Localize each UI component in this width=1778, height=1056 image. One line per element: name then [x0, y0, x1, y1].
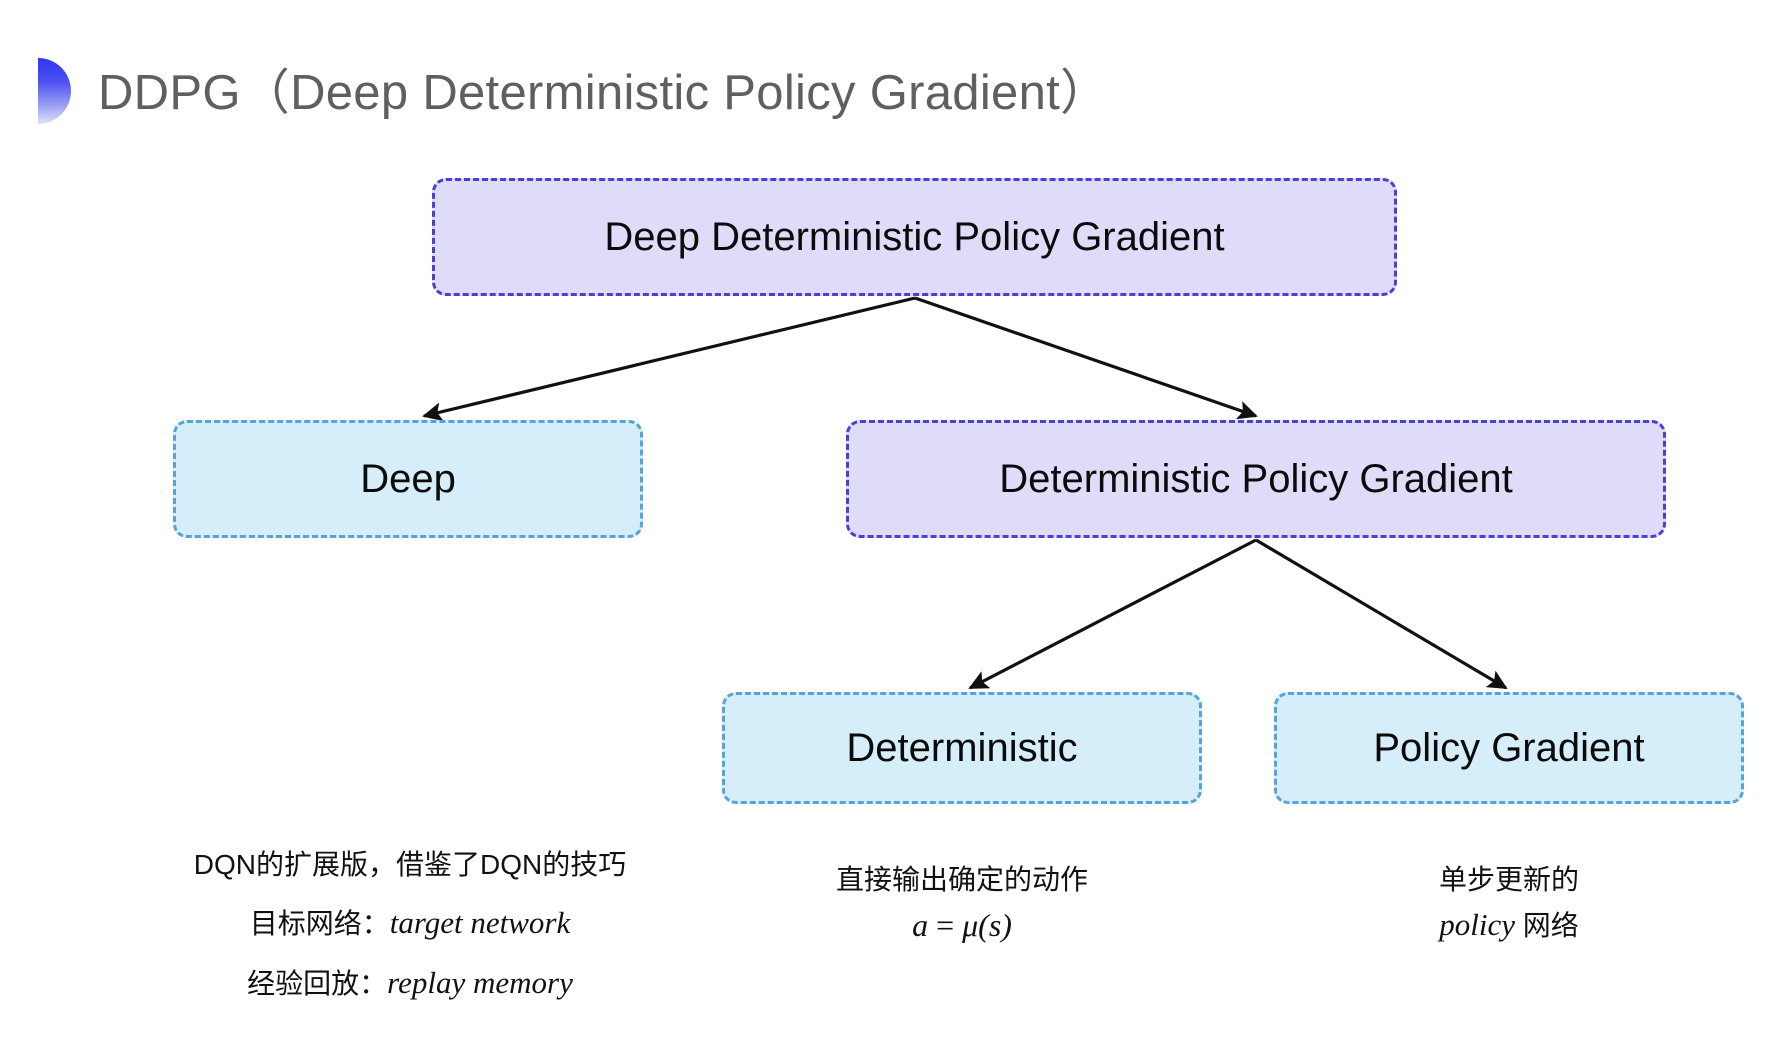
- caption-policy-gradient-line2-suffix: 网络: [1514, 910, 1579, 942]
- caption-policy-gradient-line2-value: policy: [1439, 907, 1515, 943]
- node-deep-deterministic-policy-gradient[interactable]: Deep Deterministic Policy Gradient: [432, 178, 1397, 296]
- caption-policy-gradient: 单步更新的 policy 网络: [1274, 858, 1744, 949]
- edge-dpg-to-policy-gradient: [1255, 538, 1508, 690]
- formula-rhs: μ(s): [962, 907, 1012, 944]
- caption-deep-line3-value: replay memory: [387, 965, 573, 1001]
- node-deterministic[interactable]: Deterministic: [722, 692, 1202, 804]
- page-title: DDPG（Deep Deterministic Policy Gradient）: [98, 66, 1110, 120]
- node-deep[interactable]: Deep: [173, 420, 643, 538]
- formula-equals: =: [936, 907, 955, 944]
- caption-deep-line1: DQN的扩展版，借鉴了DQN的技巧: [193, 849, 627, 880]
- caption-deep-line2: 目标网络：target network: [150, 893, 670, 953]
- caption-deep-line3-label: 经验回放：: [247, 968, 388, 1000]
- caption-deep-line2-value: target network: [389, 904, 571, 940]
- caption-deep: DQN的扩展版，借鉴了DQN的技巧 目标网络：target network 经验…: [150, 838, 670, 1013]
- title-bullet-decoration-icon: [38, 58, 71, 124]
- caption-deep-line3: 经验回放：replay memory: [150, 953, 670, 1013]
- caption-policy-gradient-line1: 单步更新的: [1438, 864, 1579, 895]
- node-policy-gradient[interactable]: Policy Gradient: [1274, 692, 1744, 804]
- edge-root-to-deep: [422, 296, 916, 422]
- caption-deep-line2-label: 目标网络：: [249, 907, 390, 939]
- caption-policy-gradient-line2: policy 网络: [1274, 901, 1744, 949]
- edge-root-to-dpg: [914, 296, 1258, 420]
- node-deterministic-policy-gradient[interactable]: Deterministic Policy Gradient: [846, 420, 1666, 538]
- formula-lhs: a: [912, 907, 929, 944]
- caption-deterministic: 直接输出确定的动作 a = μ(s): [722, 858, 1202, 951]
- caption-deterministic-formula: a = μ(s): [722, 901, 1202, 951]
- edge-dpg-to-deterministic: [968, 538, 1257, 690]
- caption-deterministic-line1: 直接输出确定的动作: [835, 864, 1088, 895]
